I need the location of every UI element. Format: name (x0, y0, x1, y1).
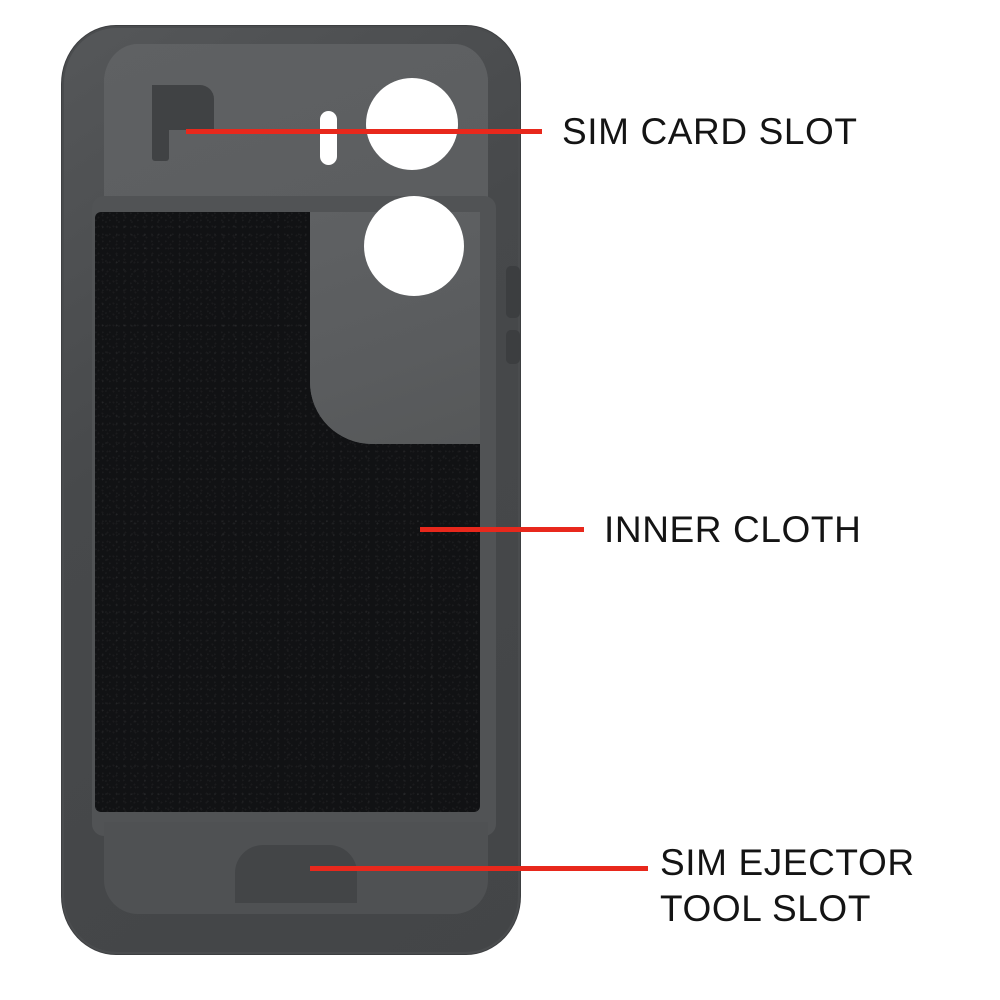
callout-line-inner-cloth (420, 527, 584, 532)
callout-line-sim-ejector-tool-slot (310, 866, 648, 871)
flash-cutout (320, 111, 337, 165)
camera-lens-cutout-top (366, 78, 458, 170)
callout-label-inner-cloth: INNER CLOTH (604, 509, 862, 550)
side-button-upper (506, 266, 520, 318)
callout-label-sim-ejector-tool-slot: SIM EJECTOR TOOL SLOT (660, 842, 915, 930)
side-button-lower (506, 330, 520, 364)
callout-line-sim-card-slot (186, 129, 542, 134)
sim-slot-vertical-bar (152, 85, 169, 161)
camera-lens-cutout-bottom (364, 196, 464, 296)
callout-label-sim-card-slot: SIM CARD SLOT (562, 111, 858, 152)
sim-ejector-tool-tab (235, 845, 357, 903)
sim-card-slot-cutout (152, 85, 214, 161)
